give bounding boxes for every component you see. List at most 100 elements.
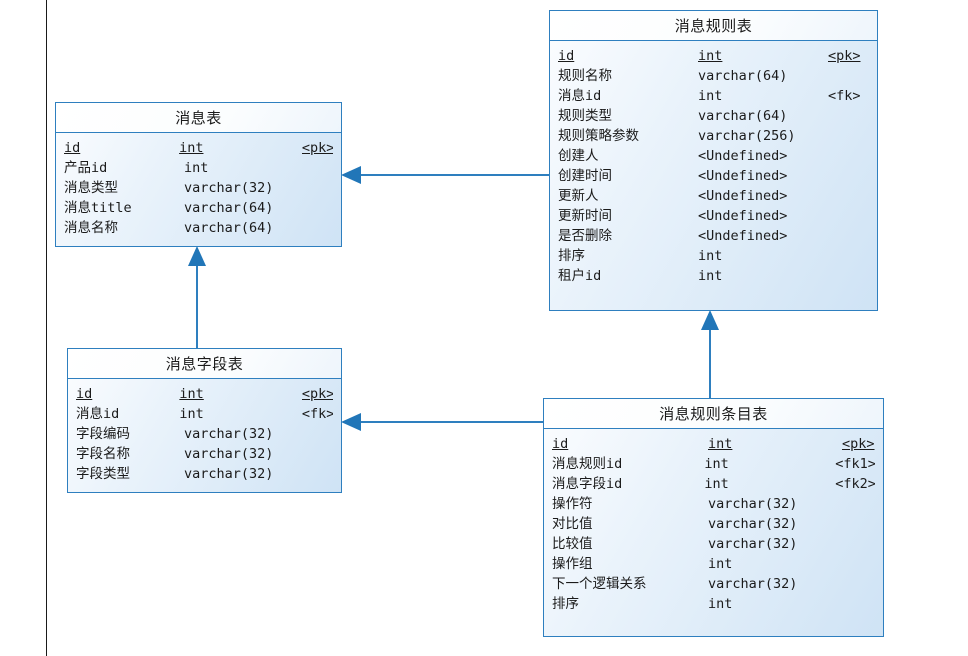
attribute-type: int bbox=[179, 386, 204, 402]
attribute-type: varchar(32) bbox=[708, 496, 798, 512]
attribute-name: 更新人 bbox=[558, 188, 599, 204]
connector-item-to-field bbox=[361, 421, 543, 423]
attribute-name: 字段类型 bbox=[76, 466, 130, 482]
attribute-type: int bbox=[708, 596, 733, 612]
attribute-name: 消息id bbox=[76, 406, 120, 422]
attribute-type: varchar(64) bbox=[698, 108, 788, 124]
attribute-type: <Undefined> bbox=[698, 228, 788, 244]
arrowhead-field-to-message bbox=[188, 246, 206, 266]
attribute-row: 更新人<Undefined> bbox=[558, 186, 869, 206]
attribute-key-badge: <pk> bbox=[301, 140, 334, 156]
attribute-name: 是否删除 bbox=[558, 228, 612, 244]
attribute-type: varchar(32) bbox=[184, 426, 274, 442]
attribute-name: id bbox=[64, 140, 81, 156]
attribute-name: 消息字段id bbox=[552, 476, 623, 492]
entity-message-rule-header: 消息规则表 bbox=[550, 11, 877, 41]
attribute-name: 下一个逻辑关系 bbox=[552, 576, 647, 592]
attribute-name: id bbox=[552, 436, 569, 452]
attribute-name: 创建时间 bbox=[558, 168, 612, 184]
attribute-type: varchar(64) bbox=[698, 68, 788, 84]
attribute-row: 规则策略参数 varchar(256) bbox=[558, 126, 869, 146]
connector-field-to-message bbox=[196, 266, 198, 348]
attribute-name: 字段编码 bbox=[76, 426, 130, 442]
entity-message-field-header: 消息字段表 bbox=[68, 349, 341, 379]
attribute-row: 消息title varchar(64) bbox=[64, 198, 333, 218]
attribute-name: 规则名称 bbox=[558, 68, 612, 84]
attribute-type: int bbox=[698, 248, 723, 264]
attribute-type: varchar(32) bbox=[708, 516, 798, 532]
arrowhead-item-to-rule bbox=[701, 310, 719, 330]
attribute-type: int bbox=[708, 556, 733, 572]
attribute-key-badge: <fk> bbox=[301, 406, 334, 422]
attribute-key-badge: <fk1> bbox=[835, 456, 875, 472]
attribute-type: <Undefined> bbox=[698, 148, 788, 164]
attribute-name: 对比值 bbox=[552, 516, 593, 532]
attribute-name: 租户id bbox=[558, 268, 602, 284]
attribute-name: 操作符 bbox=[552, 496, 593, 512]
attribute-type: int bbox=[184, 160, 209, 176]
attribute-name: 更新时间 bbox=[558, 208, 612, 224]
attribute-type: <Undefined> bbox=[698, 208, 788, 224]
attribute-key-badge: <fk> bbox=[828, 88, 861, 104]
entity-message-header: 消息表 bbox=[56, 103, 341, 133]
attribute-type: int bbox=[698, 88, 723, 104]
page-margin-line bbox=[46, 0, 47, 656]
entity-message-rule-item-title: 消息规则条目表 bbox=[659, 405, 768, 423]
attribute-row: 对比值 varchar(32) bbox=[552, 514, 875, 534]
attribute-name: 比较值 bbox=[552, 536, 593, 552]
attribute-name: 排序 bbox=[552, 596, 579, 612]
attribute-key-badge: <pk> bbox=[828, 48, 861, 64]
attribute-type: int bbox=[704, 476, 729, 492]
arrowhead-rule-to-message bbox=[341, 166, 361, 184]
entity-message-field-title: 消息字段表 bbox=[165, 355, 244, 373]
attribute-name: 消息类型 bbox=[64, 180, 118, 196]
attribute-name: 规则策略参数 bbox=[558, 128, 639, 144]
attribute-row: 规则名称 varchar(64) bbox=[558, 66, 869, 86]
attribute-name: 操作组 bbox=[552, 556, 593, 572]
attribute-type: varchar(64) bbox=[184, 200, 274, 216]
attribute-name: 排序 bbox=[558, 248, 585, 264]
attribute-row: 排序 int bbox=[558, 246, 869, 266]
attribute-type: varchar(32) bbox=[184, 446, 274, 462]
attribute-type: int bbox=[179, 140, 204, 156]
attribute-name: 创建人 bbox=[558, 148, 599, 164]
attribute-row: id int <pk> bbox=[552, 434, 875, 454]
attribute-name: 规则类型 bbox=[558, 108, 612, 124]
attribute-type: varchar(32) bbox=[708, 536, 798, 552]
entity-message-rule-item-header: 消息规则条目表 bbox=[544, 399, 883, 429]
attribute-row: 操作符 varchar(32) bbox=[552, 494, 875, 514]
attribute-name: 消息规则id bbox=[552, 456, 623, 472]
attribute-name: 消息id bbox=[558, 88, 602, 104]
attribute-key-badge: <pk> bbox=[842, 436, 875, 452]
attribute-row: 创建时间<Undefined> bbox=[558, 166, 869, 186]
attribute-type: int bbox=[708, 436, 733, 452]
attribute-row: 操作组 int bbox=[552, 554, 875, 574]
attribute-name: 消息名称 bbox=[64, 220, 118, 236]
attribute-type: varchar(256) bbox=[698, 128, 796, 144]
attribute-name: 消息title bbox=[64, 200, 132, 216]
attribute-row: 排序 int bbox=[552, 594, 875, 614]
arrowhead-item-to-field bbox=[341, 413, 361, 431]
entity-message-rule-item[interactable]: 消息规则条目表 id int <pk> 消息规则id int <fk1> 消息字段id int… bbox=[543, 398, 884, 637]
attribute-row: 规则类型 varchar(64) bbox=[558, 106, 869, 126]
attribute-row: 消息id int <fk> bbox=[558, 86, 869, 106]
entity-message-title: 消息表 bbox=[175, 109, 222, 127]
attribute-row: 是否删除 <Undefined> bbox=[558, 226, 869, 246]
entity-message-rule-title: 消息规则表 bbox=[674, 17, 753, 35]
